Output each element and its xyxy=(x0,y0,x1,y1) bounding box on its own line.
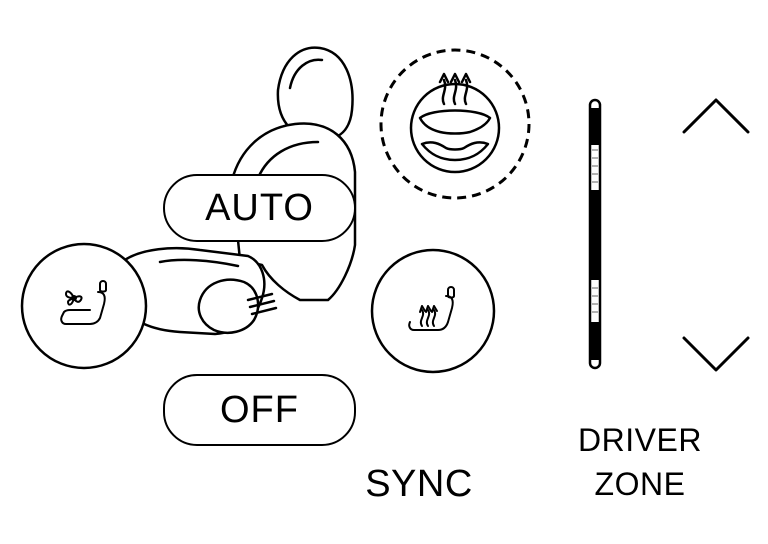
sync-label[interactable]: SYNC xyxy=(365,463,473,505)
seat-fan-icon xyxy=(60,280,107,325)
driver-zone-label-line2: ZONE xyxy=(594,466,686,502)
seat-illustration xyxy=(120,46,357,336)
temperature-up-button[interactable] xyxy=(678,92,754,142)
chevron-up-icon xyxy=(682,98,750,134)
heated-steering-wheel-button[interactable] xyxy=(379,48,531,200)
heated-steering-wheel-icon xyxy=(409,72,501,174)
auto-button[interactable]: AUTO xyxy=(163,174,356,242)
seat-heat-icon xyxy=(408,286,455,331)
temperature-slider[interactable] xyxy=(588,98,602,370)
seat-heating-button[interactable] xyxy=(370,248,496,374)
temperature-down-button[interactable] xyxy=(678,328,754,378)
chevron-down-icon xyxy=(682,336,750,372)
driver-zone-label-line1: DRIVER xyxy=(578,422,702,458)
off-button[interactable]: OFF xyxy=(163,374,356,446)
seat-cooling-button[interactable] xyxy=(20,242,148,370)
auto-button-label: AUTO xyxy=(205,186,314,229)
off-button-label: OFF xyxy=(220,388,299,431)
